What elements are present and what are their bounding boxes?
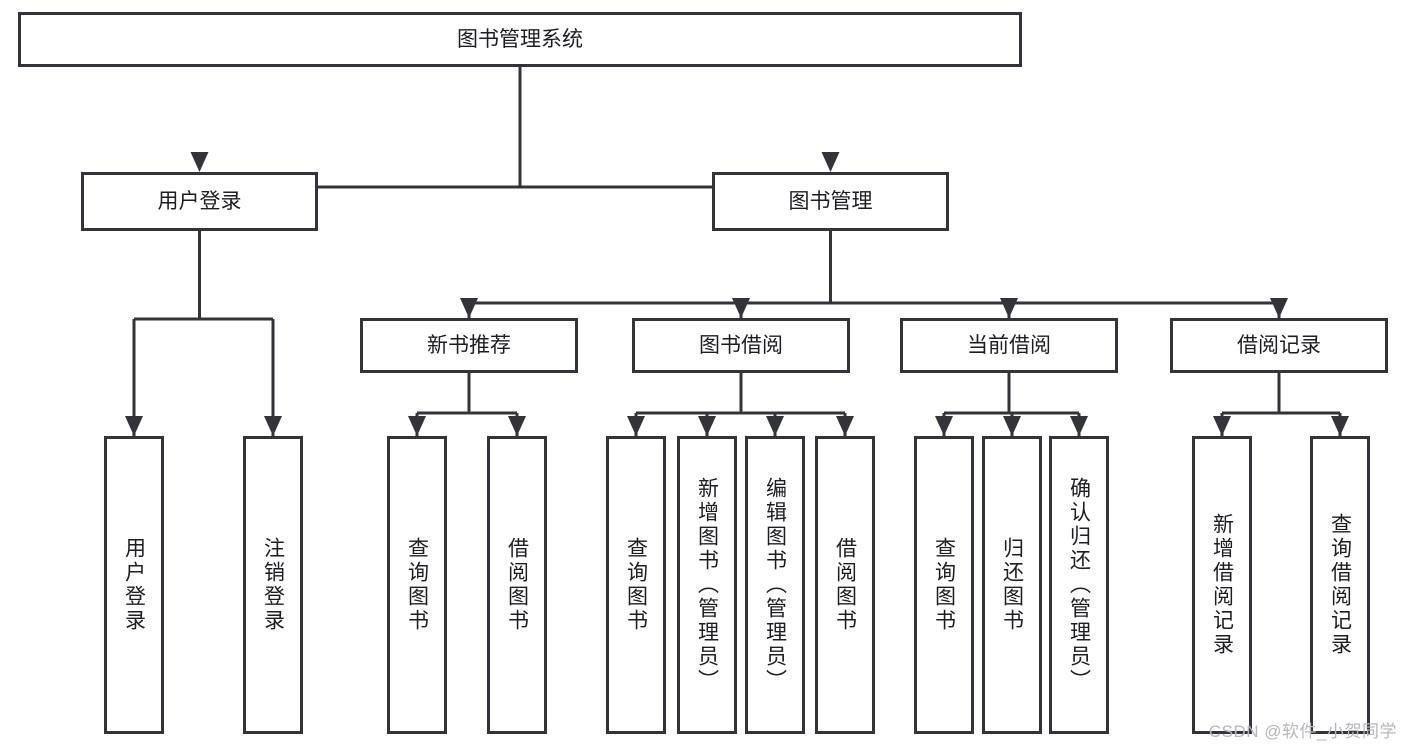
edge-group-user-login xyxy=(125,231,282,436)
node-root[interactable]: 图书管理系统 xyxy=(18,12,1022,67)
node-leaf-borrow-book-rec-box[interactable] xyxy=(487,436,547,734)
node-leaf-add-record[interactable] xyxy=(1192,436,1252,734)
edge-current-borrow-leaf-return-book-arrowhead xyxy=(1003,416,1021,436)
node-leaf-confirm-return-box[interactable] xyxy=(1049,436,1109,734)
edge-group-book-borrow xyxy=(627,373,854,436)
node-borrow-record-box[interactable] xyxy=(1170,318,1388,373)
node-leaf-add-book-box[interactable] xyxy=(677,436,737,734)
node-leaf-user-logout[interactable] xyxy=(243,436,303,734)
node-leaf-add-record-box[interactable] xyxy=(1192,436,1252,734)
node-new-book-rec-label: 新书推荐 xyxy=(427,334,511,357)
node-leaf-add-book[interactable] xyxy=(677,436,737,734)
edges-layer xyxy=(125,67,1349,436)
edge-group-book-manage xyxy=(460,231,1288,318)
node-book-manage-box[interactable] xyxy=(712,172,949,231)
edge-root-book-manage-arrowhead xyxy=(821,152,840,172)
edge-current-borrow-leaf-confirm-return-arrowhead xyxy=(1070,416,1088,436)
edge-current-borrow-leaf-query-book-cur-arrowhead xyxy=(935,416,953,436)
edge-group-borrow-record xyxy=(1213,373,1349,436)
edge-borrow-record-leaf-add-record-arrowhead xyxy=(1213,416,1231,436)
node-user-login-box[interactable] xyxy=(81,172,318,231)
edge-book-manage-new-book-rec-arrowhead xyxy=(460,298,478,318)
edge-book-manage-book-borrow-arrowhead xyxy=(732,298,750,318)
node-leaf-query-record[interactable] xyxy=(1310,436,1370,734)
edge-user-login-leaf-user-logout-arrowhead xyxy=(264,416,282,436)
node-new-book-rec-box[interactable] xyxy=(360,318,578,373)
node-leaf-query-record-box[interactable] xyxy=(1310,436,1370,734)
node-leaf-confirm-return[interactable] xyxy=(1049,436,1109,734)
node-book-borrow[interactable]: 图书借阅 xyxy=(632,318,850,373)
node-leaf-query-book-cur[interactable] xyxy=(914,436,974,734)
node-root-label: 图书管理系统 xyxy=(457,28,583,51)
edge-book-manage-current-borrow-arrowhead xyxy=(1000,298,1018,318)
node-leaf-user-logout-box[interactable] xyxy=(243,436,303,734)
node-leaf-query-book-rec-box[interactable] xyxy=(387,436,447,734)
node-leaf-borrow-book[interactable] xyxy=(815,436,875,734)
edge-book-manage-borrow-record-arrowhead xyxy=(1270,298,1288,318)
edge-user-login-leaf-user-login-arrowhead xyxy=(125,416,143,436)
node-book-borrow-label: 图书借阅 xyxy=(699,334,783,357)
node-leaf-edit-book-box[interactable] xyxy=(745,436,805,734)
node-leaf-borrow-book-box[interactable] xyxy=(815,436,875,734)
node-leaf-edit-book[interactable] xyxy=(745,436,805,734)
edge-group-root xyxy=(190,67,840,189)
node-borrow-record[interactable]: 借阅记录 xyxy=(1170,318,1388,373)
node-new-book-rec[interactable]: 新书推荐 xyxy=(360,318,578,373)
node-leaf-return-book-box[interactable] xyxy=(982,436,1042,734)
node-current-borrow-label: 当前借阅 xyxy=(967,334,1051,357)
edge-book-borrow-leaf-edit-book-arrowhead xyxy=(766,416,784,436)
edge-group-new-book-rec xyxy=(408,373,526,436)
node-borrow-record-label: 借阅记录 xyxy=(1237,334,1321,357)
node-leaf-return-book[interactable] xyxy=(982,436,1042,734)
node-leaf-borrow-book-rec[interactable] xyxy=(487,436,547,734)
edge-book-borrow-leaf-query-book-borrow-arrowhead xyxy=(627,416,645,436)
edge-new-book-rec-leaf-borrow-book-rec-arrowhead xyxy=(508,416,526,436)
node-leaf-user-login-box[interactable] xyxy=(104,436,164,734)
node-current-borrow[interactable]: 当前借阅 xyxy=(900,318,1118,373)
node-leaf-user-login[interactable] xyxy=(104,436,164,734)
node-user-login-label: 用户登录 xyxy=(158,190,242,213)
edge-book-borrow-leaf-borrow-book-arrowhead xyxy=(836,416,854,436)
edge-borrow-record-leaf-query-record-arrowhead xyxy=(1331,416,1349,436)
node-book-manage-label: 图书管理 xyxy=(789,190,873,213)
node-root-box[interactable] xyxy=(18,12,1022,67)
watermark: CSDN @软件_小贺同学 xyxy=(1208,722,1397,741)
node-leaf-query-book-rec[interactable] xyxy=(387,436,447,734)
node-leaf-query-book-borrow[interactable] xyxy=(606,436,666,734)
node-user-login[interactable]: 用户登录 xyxy=(81,172,318,231)
node-book-manage[interactable]: 图书管理 xyxy=(712,172,949,231)
node-current-borrow-box[interactable] xyxy=(900,318,1118,373)
edge-root-user-login-arrowhead xyxy=(190,152,209,172)
edge-new-book-rec-leaf-query-book-rec-arrowhead xyxy=(408,416,426,436)
edge-group-current-borrow xyxy=(935,373,1088,436)
node-book-borrow-box[interactable] xyxy=(632,318,850,373)
node-leaf-query-book-borrow-box[interactable] xyxy=(606,436,666,734)
node-leaf-query-book-cur-box[interactable] xyxy=(914,436,974,734)
edge-book-borrow-leaf-add-book-arrowhead xyxy=(698,416,716,436)
